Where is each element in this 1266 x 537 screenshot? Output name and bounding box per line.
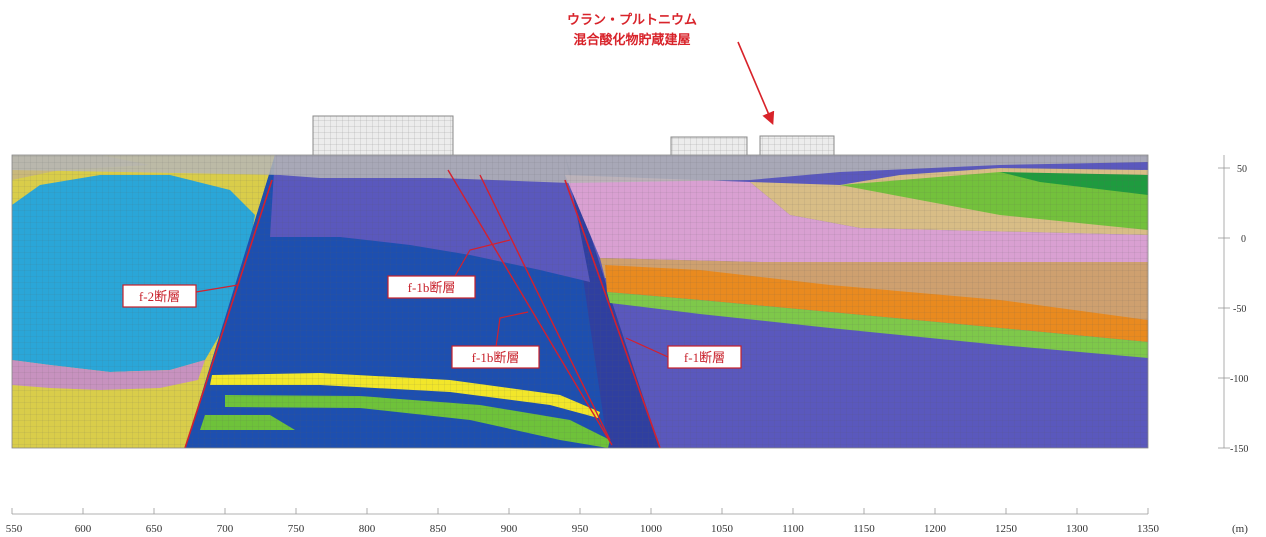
distance-tick-label: 550 [6,523,23,535]
section-frame [11,154,1149,449]
elevation-label-0: 0 [1241,234,1246,245]
leader-f1b-upper [454,239,511,277]
distance-tick-label: 750 [288,523,305,535]
distance-tick-label: 600 [75,523,92,535]
distance-tick-label: 1050 [711,523,734,535]
distance-tick-label: 1150 [853,523,875,535]
distance-tick-label: 1300 [1066,523,1089,535]
fault-f2-line [184,179,273,448]
label-f2: f-2断層 [122,284,197,308]
elevation-label-minus50: -50 [1233,304,1246,315]
building-title-line1: ウラン・プルトニウム [567,13,697,28]
geologic-section [12,155,1148,448]
distance-axis: 550 600 650 700 750 800 850 900 950 1000 1050 1100 1… [6,508,1160,535]
label-f1b-upper: f-1b断層 [387,275,476,299]
label-f1b-upper-text: f-1b断層 [408,280,456,295]
distance-tick-label: 850 [430,523,447,535]
distance-tick-label: 900 [501,523,518,535]
leader-f1b-lower [495,311,529,348]
distance-unit-label: (m) [1232,523,1248,535]
distance-tick-label: 700 [217,523,234,535]
distance-tick-label: 1250 [995,523,1018,535]
elevation-label-50: 50 [1237,164,1247,175]
label-f1: f-1断層 [667,345,742,369]
building-pointer-arrow [737,41,775,125]
leader-f2 [195,284,239,293]
building-title-line2: 混合酸化物貯蔵建屋 [573,32,690,48]
label-f1b-lower-text: f-1b断層 [472,350,520,365]
elevation-label-minus100: -100 [1230,374,1248,385]
elevation-label-minus150: -150 [1230,444,1248,455]
label-f1b-lower: f-1b断層 [451,345,540,369]
distance-tick-label: 1100 [782,523,804,535]
fault-f1-line [564,179,661,448]
elevation-axis: 50 0 -50 -100 -150 [1218,155,1248,455]
distance-tick-label: 1200 [924,523,947,535]
distance-tick-label: 650 [146,523,163,535]
fault-f1b-line-b [479,174,611,441]
distance-tick-label: 1350 [1137,523,1160,535]
label-f2-text: f-2断層 [139,289,180,304]
label-f1-text: f-1断層 [684,350,725,365]
distance-tick-label: 1000 [640,523,663,535]
distance-tick-label: 950 [572,523,589,535]
leader-f1 [625,337,669,358]
fault-f1b-line-a [447,169,613,446]
distance-tick-label: 800 [359,523,376,535]
